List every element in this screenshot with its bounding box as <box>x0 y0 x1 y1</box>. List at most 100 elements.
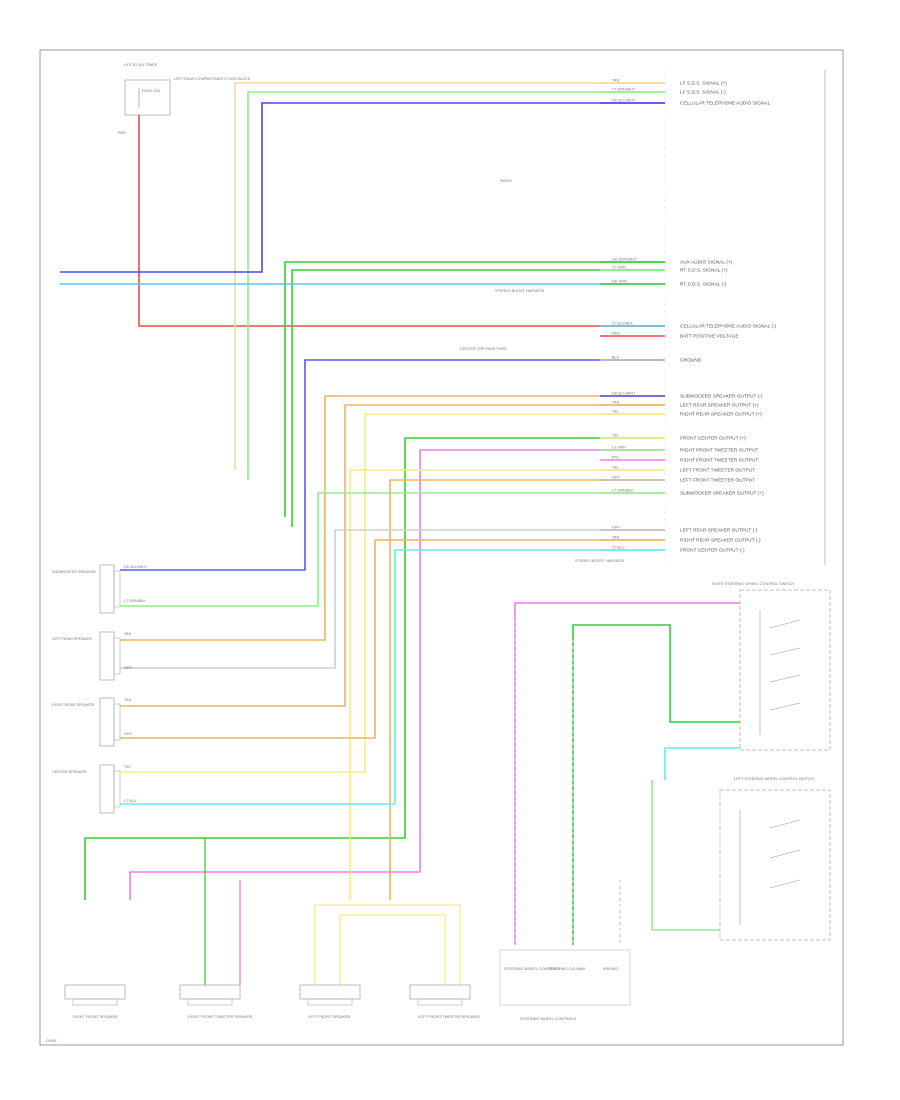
page-code: DVNE <box>46 1039 57 1043</box>
connector-terminal: DK BLU/WHT <box>600 392 665 397</box>
bottom-speaker-name: RIGHT FRONT SPEAKER <box>73 1015 118 1019</box>
terminal-wire-label: YEL <box>612 466 619 470</box>
fuse-note: LEFT REAR COMPARTMENT FUSE BLOCK <box>174 77 251 81</box>
connector-terminal: LT BLU <box>600 546 665 551</box>
connector-terminal: LT GRN <box>600 266 665 271</box>
radio-note-top: RADIO <box>500 179 512 183</box>
left-speaker: LEFT REAR SPEAKER TAN GRY <box>52 631 133 681</box>
left-speaker-wire-label: GRY <box>124 666 133 670</box>
connector-terminal: YEL <box>600 466 665 471</box>
wire-blue-top <box>60 102 665 273</box>
terminal-wire-label: DK GRN <box>612 280 627 284</box>
left-speaker-wire-label: GRY <box>124 732 133 736</box>
bottom-speaker-wires <box>204 838 461 985</box>
steering-harness <box>514 620 621 945</box>
terminal-wire-label: DK BLU/WHT <box>612 99 636 103</box>
connector-terminal: LT GRN/BLK <box>600 489 665 494</box>
terminal-wire-label: DK BLU/WHT <box>612 392 636 396</box>
connector-terminal: LT BLU/BLK <box>600 322 665 327</box>
bottom-speaker: RIGHT FRONT SPEAKER <box>64 984 126 1019</box>
wire-tan-top <box>234 82 665 470</box>
connector-terminal: TAN <box>600 79 665 84</box>
module-air-bag: AIR BAG <box>603 967 618 971</box>
terminal-wire-label: LT GRN/WHT <box>612 88 636 92</box>
bottom-speaker-name: RIGHT FRONT TWEETER SPEAKER <box>188 1015 253 1019</box>
terminal-wire-label: LT BLU/BLK <box>612 322 633 326</box>
connector-terminal: TAN <box>600 536 665 541</box>
fuse-title: HOT AT ALL TIMES <box>124 63 158 67</box>
radio-pin-label: LF S.D.S. SIGNAL (+) <box>680 81 727 87</box>
wire-gray-lr <box>120 529 665 669</box>
radio-pin-label: RT S.D.S. SIGNAL (-) <box>680 282 727 288</box>
radio-pin-label: SUBWOOFER SPEAKER OUTPUT (+) <box>680 491 764 497</box>
radio-note-bottom: STEREO BOOST HARNESS <box>575 559 625 563</box>
terminal-wire-label: RED <box>612 332 620 336</box>
radio-pin-label: RIGHT FRONT TWEETER OUTPUT <box>680 458 758 464</box>
radio-connector: TAN LT GRN/WHT DK BLU/WHT DK GRN/WHT LT GRN D… <box>600 79 665 551</box>
wire-ltgreen-top <box>247 91 665 480</box>
terminal-wire-label: TAN <box>612 401 620 405</box>
radio-pin-label: RT S.D.S. SIGNAL (+) <box>680 268 728 274</box>
fuse-wire-label: RED <box>118 131 126 135</box>
wire-ltgreen-sub <box>120 492 665 607</box>
radio-pin-label: GROUND <box>680 358 702 364</box>
radio-note-mid: STEREO BOOST HARNESS <box>495 289 545 293</box>
terminal-wire-label: TAN <box>612 536 620 540</box>
left-speaker-name: RIGHT REAR SPEAKER <box>52 703 95 707</box>
radio-pin-label: BATT POSITIVE VOLTAGE <box>680 334 739 340</box>
left-switch-label: LEFT STEERING WHEEL CONTROL SWITCH <box>734 777 814 781</box>
fuse-label: FUSE 10A <box>142 89 160 93</box>
connector-terminal: LT GRN <box>600 446 665 451</box>
radio-pin-label: FRONT CENTER OUTPUT (+) <box>680 436 746 442</box>
left-speaker-wire-label: DK BLU/WHT <box>124 565 148 569</box>
radio-pin-label: CELLULAR TELEPHONE AUDIO SIGNAL <box>680 101 771 107</box>
terminal-wire-label: DK GRN/WHT <box>612 258 637 262</box>
left-speaker-name: CENTER SPEAKER <box>52 770 87 774</box>
terminal-wire-label: LT GRN/BLK <box>612 489 634 493</box>
connector-terminal: TAN <box>600 401 665 406</box>
terminal-wire-label: YEL <box>612 410 619 414</box>
wire-orange-tw <box>389 479 665 900</box>
connector-terminal: PPL <box>600 456 665 461</box>
terminal-wire-label: LT GRN <box>612 446 626 450</box>
left-speaker-wire-label: TAN <box>124 632 132 636</box>
wire-yellow-tw <box>349 469 665 900</box>
radio-pin-label: AUX AUDIO SIGNAL (+) <box>680 260 733 266</box>
connector-terminal: YEL <box>600 410 665 415</box>
left-speaker: RIGHT REAR SPEAKER TAN GRY <box>52 697 133 747</box>
radio-center-splice: CENTER TOP PASS THRU <box>460 347 507 351</box>
radio-pin-label: LEFT FRONT TWEETER OUTPUT <box>680 468 755 474</box>
wire-yellow-1 <box>120 413 665 773</box>
left-speaker-wire-label: TAN <box>124 698 132 702</box>
terminal-wire-label: GRY <box>612 526 621 530</box>
diagram-frame <box>39 49 844 1046</box>
radio-pin-label: LEFT FRONT TWEETER OUTPUT <box>680 478 755 484</box>
bottom-speaker-name: LEFT FRONT SPEAKER <box>308 1015 351 1019</box>
left-speaker-wire-label: LT BLU <box>124 799 137 803</box>
bottom-speaker-name: LEFT FRONT TWEETER SPEAKER <box>418 1015 480 1019</box>
module-steering-column: STEERING COLUMN <box>548 967 585 971</box>
left-speaker-name: LEFT REAR SPEAKER <box>52 637 92 641</box>
connector-terminal: DK BLU/WHT <box>600 99 665 104</box>
radio-pin-label: FRONT CENTER OUTPUT (-) <box>680 548 745 554</box>
wire-cyan-steer <box>664 747 740 780</box>
radio-labels: LF S.D.S. SIGNAL (+)LF S.D.S. SIGNAL (-)… <box>680 81 777 554</box>
wire-orange-2 <box>120 404 665 707</box>
wire-orange-1 <box>120 395 665 641</box>
radio-pin-label: RIGHT REAR SPEAKER OUTPUT (+) <box>680 412 762 418</box>
connector-terminal: RED <box>600 332 665 337</box>
terminal-wire-label: GRY <box>612 476 621 480</box>
terminal-wire-label: LT BLU <box>612 546 625 550</box>
connector-terminal: DK GRN/WHT <box>600 258 665 263</box>
connector-terminal: GRY <box>600 476 665 481</box>
wires <box>60 82 740 945</box>
fuse-block: HOT AT ALL TIMES FUSE 10A LEFT REAR COMP… <box>118 63 251 135</box>
bottom-caption: STEERING WHEEL CONTROLS <box>520 1017 576 1021</box>
wire-dkgreen-2 <box>291 269 665 527</box>
wire-pink-tw <box>129 449 665 900</box>
terminal-wire-label: YEL <box>612 434 619 438</box>
terminal-wire-label: TAN <box>612 79 620 83</box>
